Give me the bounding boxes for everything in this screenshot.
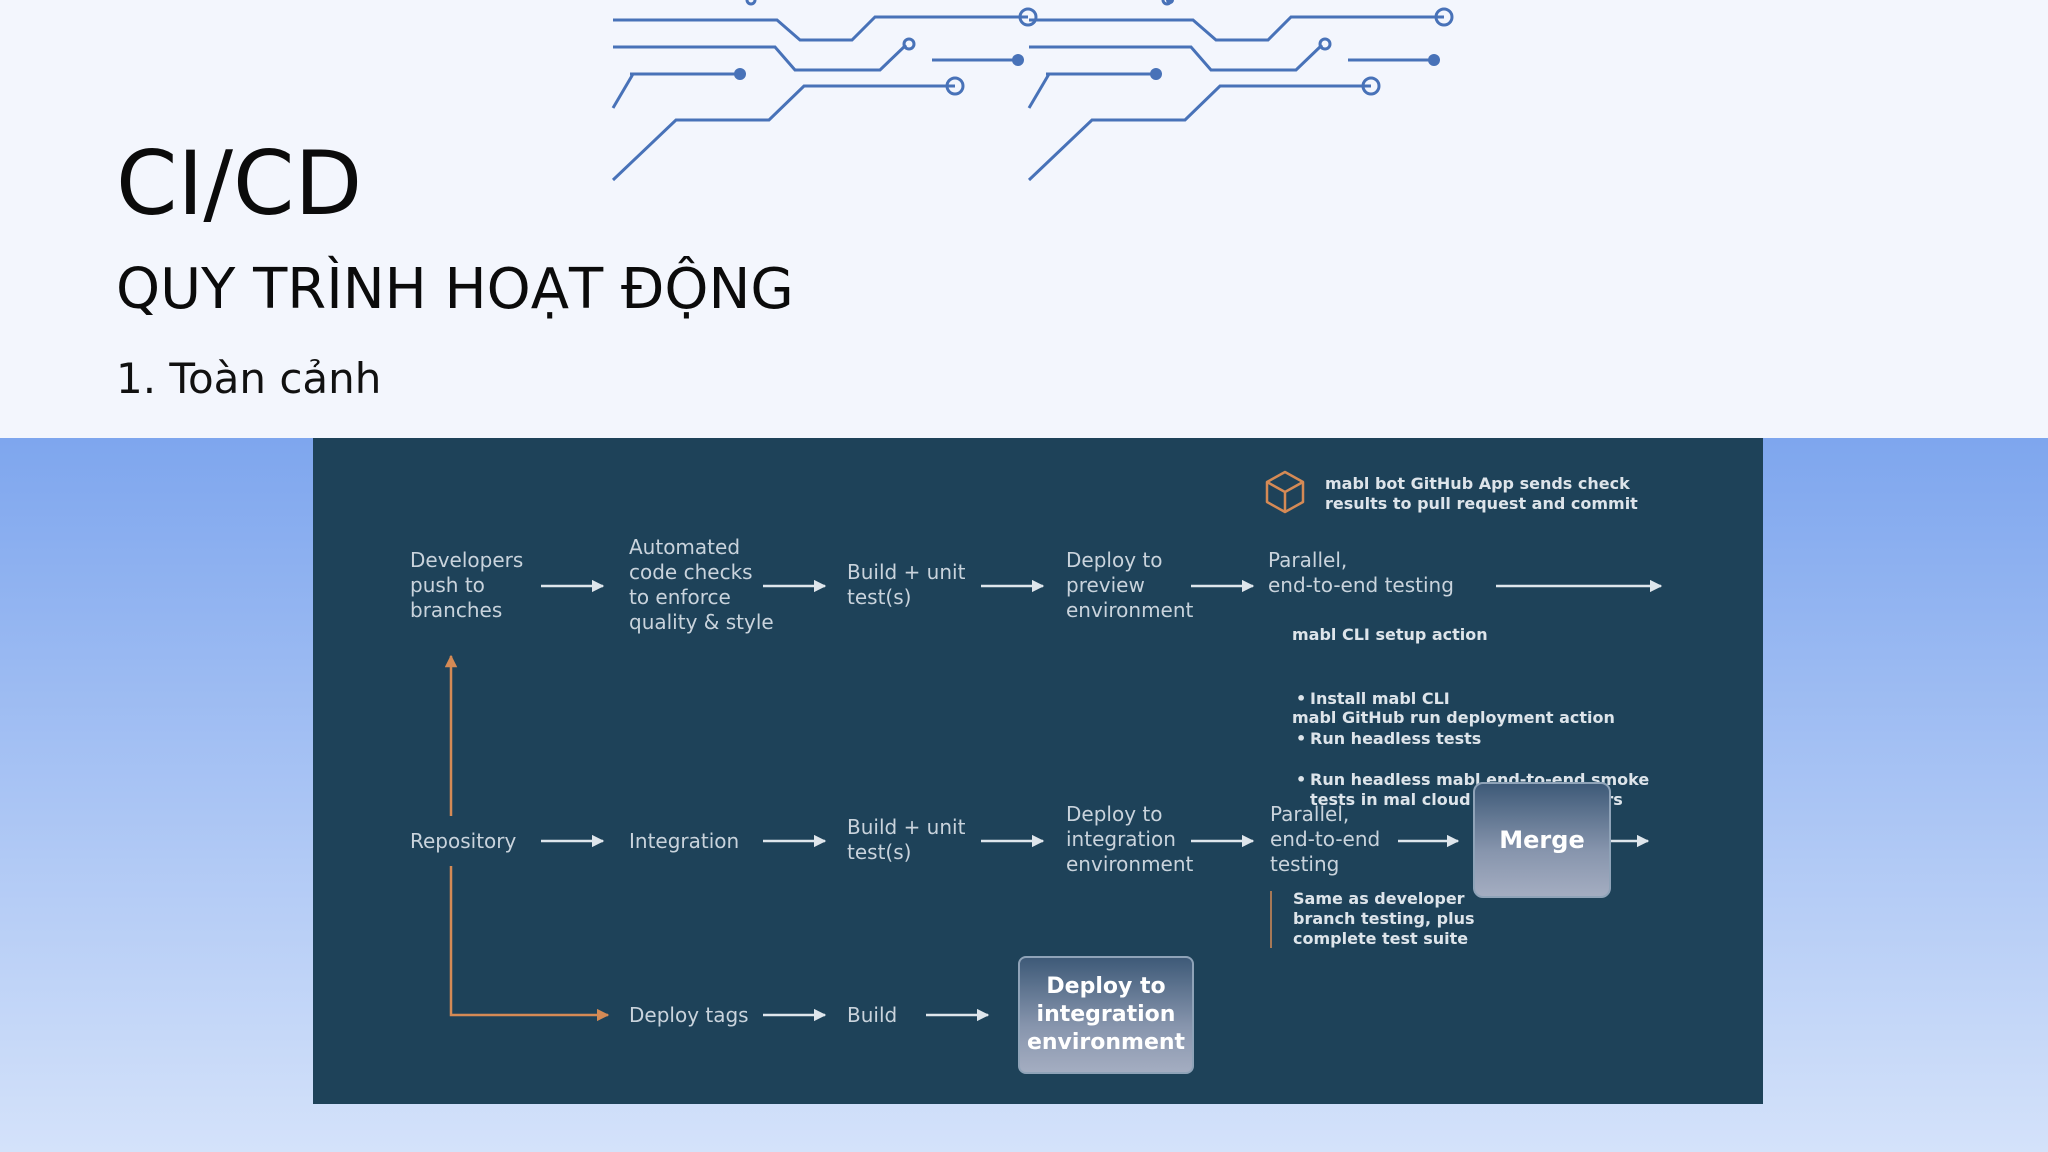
slide-subtitle: QUY TRÌNH HOẠT ĐỘNG [116, 257, 794, 322]
deploy-tags-label: Deploy tags [629, 1003, 749, 1027]
cli-action-note: mabl CLI setup action Install mabl CLI R… [1292, 605, 1488, 789]
merge-box: Merge [1473, 782, 1611, 898]
cli-action-title: mabl CLI setup action [1292, 625, 1488, 644]
parallel-testing-label: Parallel, end-to-end testing [1268, 548, 1454, 597]
section-heading: 1. Toàn cảnh [116, 354, 382, 403]
cli-action-item: Run headless tests [1296, 729, 1488, 749]
cli-action-item: Install mabl CLI [1296, 689, 1488, 709]
slide-title: CI/CD [116, 132, 363, 235]
flow-arrows [444, 470, 1663, 1022]
deploy-preview-label: Deploy to preview environment [1066, 548, 1194, 622]
automated-checks-label: Automated code checks to enforce quality… [629, 535, 774, 634]
cube-icon [1265, 470, 1305, 514]
ci-cd-flow-diagram: mabl bot GitHub App sends check results … [313, 438, 1763, 1104]
parallel-testing-label-2: Parallel, end-to-end testing [1270, 802, 1381, 876]
github-action-title: mabl GitHub run deployment action [1292, 708, 1615, 727]
integration-testing-note: Same as developer branch testing, plus c… [1293, 889, 1475, 948]
build-unit-tests-label-2: Build + unit test(s) [847, 815, 966, 864]
repository-label: Repository [410, 829, 517, 853]
header-note: mabl bot GitHub App sends check results … [1325, 474, 1638, 513]
build-label: Build [847, 1003, 898, 1027]
slide-header-area [0, 0, 2048, 438]
build-unit-tests-label: Build + unit test(s) [847, 560, 966, 609]
integration-label: Integration [629, 829, 740, 853]
deploy-integration-box: Deploy to integration environment [1018, 956, 1194, 1074]
developers-push-label: Developers push to branches [410, 548, 524, 622]
circuit-decoration [611, 0, 1454, 182]
deploy-integration-label: Deploy to integration environment [1066, 802, 1194, 876]
